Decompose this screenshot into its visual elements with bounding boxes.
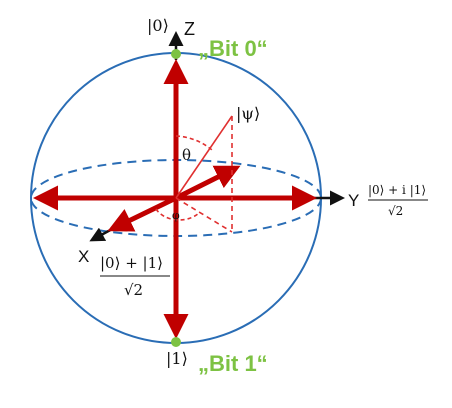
- z-axis-label: Z: [184, 19, 195, 39]
- pole-dot-top: [171, 49, 181, 59]
- x-state-numerator: |0⟩ + |1⟩: [100, 254, 163, 272]
- state-vector: [175, 115, 233, 199]
- x-axis-extension: [89, 226, 115, 242]
- pole-dot-bottom: [171, 337, 181, 347]
- theta-label: θ: [182, 146, 191, 164]
- theta-arc: [175, 135, 213, 151]
- diagonal-axis-red: [174, 165, 241, 201]
- phi-label: φ: [172, 209, 180, 222]
- bit0-label: „Bit 0“: [198, 36, 268, 61]
- ket0-label: |0⟩: [147, 16, 169, 35]
- phi-arc: [155, 208, 201, 221]
- ket1-label: |1⟩: [166, 349, 188, 368]
- x-axis-red: [107, 195, 178, 232]
- psi-label: |ψ⟩: [236, 104, 260, 123]
- x-state-denominator: √2: [124, 281, 143, 299]
- y-state-denominator: √2: [388, 204, 403, 218]
- bit1-label: „Bit 1“: [198, 351, 268, 376]
- x-axis-label: X: [78, 247, 89, 266]
- y-state-numerator: |0⟩ + i |1⟩: [368, 183, 426, 197]
- projection-horizontal: [175, 197, 233, 233]
- y-axis-label: Y: [348, 191, 359, 210]
